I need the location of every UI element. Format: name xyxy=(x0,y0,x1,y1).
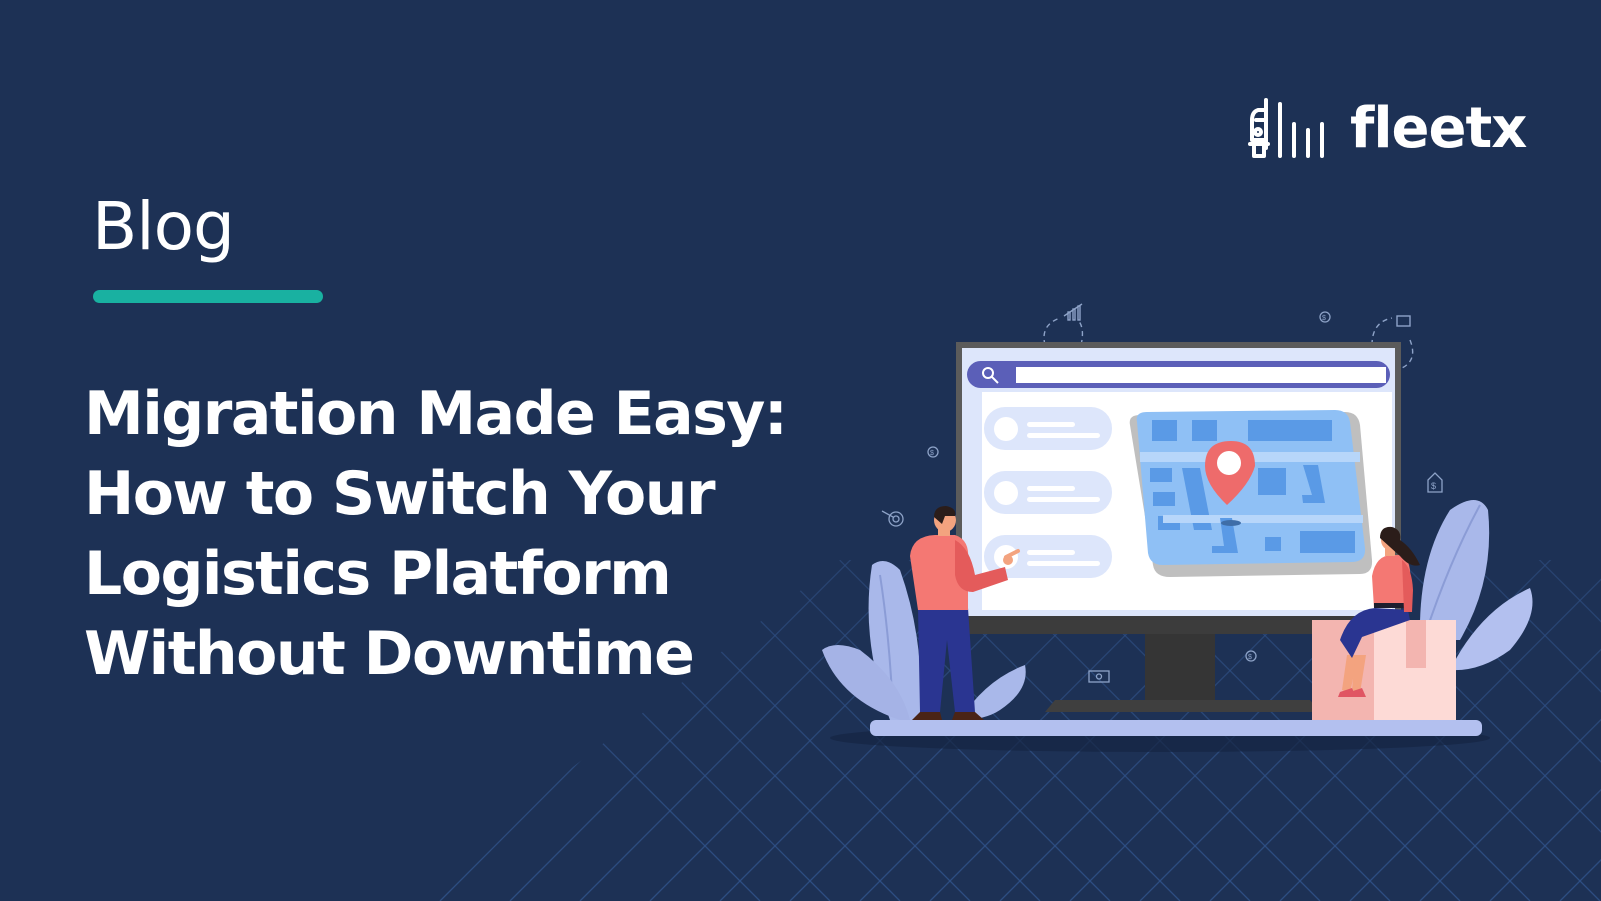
house-dollar-icon: $ xyxy=(1427,472,1443,493)
title-line-1: Migration Made Easy: xyxy=(84,379,788,449)
category-label: Blog xyxy=(92,188,235,265)
bar-chart-icon xyxy=(1371,315,1414,369)
bar-chart-icon xyxy=(1043,303,1084,346)
plant-left xyxy=(822,561,1026,720)
svg-text:$: $ xyxy=(930,450,934,457)
svg-text:$: $ xyxy=(1322,315,1326,322)
monitor xyxy=(956,342,1401,712)
map xyxy=(1129,410,1373,577)
svg-text:$: $ xyxy=(1248,654,1252,661)
article-title: Migration Made Easy: How to Switch Your … xyxy=(84,374,844,694)
title-line-3: Logistics Platform xyxy=(84,539,672,609)
search-bar xyxy=(967,361,1390,388)
banknote-icon xyxy=(1088,670,1110,683)
map-pin-icon xyxy=(1205,441,1255,505)
brand-name: fleetx xyxy=(1350,96,1527,161)
dollar-coin-icon: $ xyxy=(1319,311,1331,323)
plant-right xyxy=(1419,500,1533,671)
title-line-4: Without Downtime xyxy=(84,619,695,689)
truck-signal-icon xyxy=(1248,98,1324,158)
woman-figure xyxy=(1338,526,1420,697)
search-icon xyxy=(982,367,999,384)
box xyxy=(1312,620,1456,720)
svg-text:$: $ xyxy=(1431,481,1436,491)
man-figure xyxy=(910,506,1020,720)
dollar-coin-icon: $ xyxy=(1245,650,1257,662)
fleetx-logo[interactable]: fleetx xyxy=(1248,96,1527,161)
target-icon xyxy=(881,510,904,527)
title-line-2: How to Switch Your xyxy=(84,459,716,529)
list-items xyxy=(984,407,1112,578)
category-underline xyxy=(93,290,323,303)
dollar-coin-icon: $ xyxy=(927,446,939,458)
